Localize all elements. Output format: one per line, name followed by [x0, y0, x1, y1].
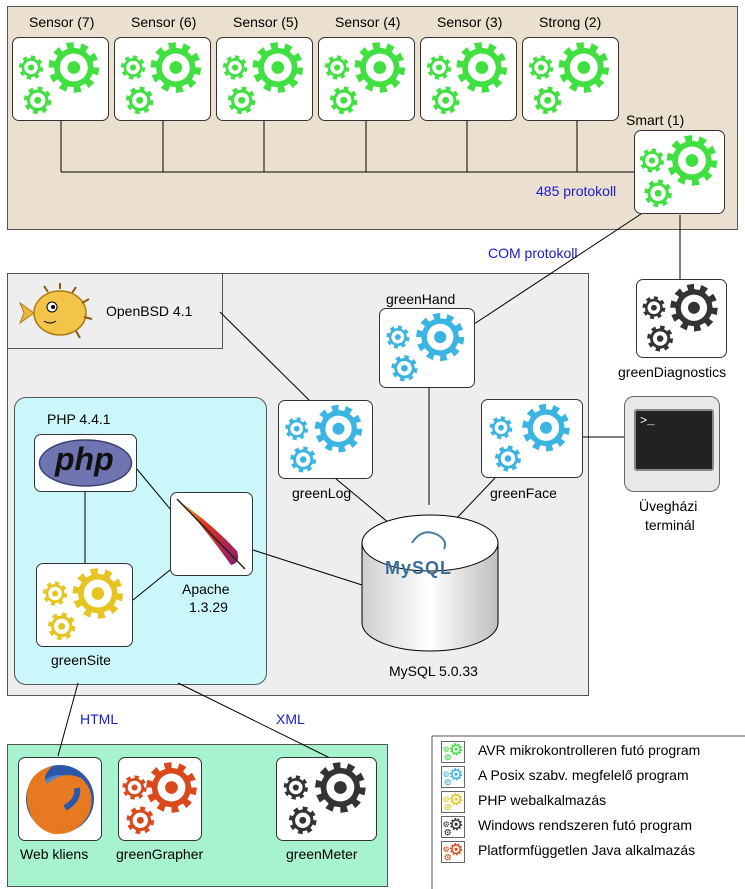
gears-green-icon [324, 42, 406, 115]
web-client-node [18, 757, 102, 841]
legend-swatch-icon [441, 766, 465, 788]
legend-label: Platformfüggetlen Java alkalmazás [478, 842, 696, 858]
gears-green-icon [120, 42, 202, 115]
php-version-label: PHP 4.4.1 [47, 411, 111, 427]
apache-node [170, 492, 253, 576]
green-face-label: greenFace [490, 485, 557, 501]
gears-blue-icon [489, 403, 570, 472]
xml-protocol-label: XML [276, 711, 305, 727]
legend-swatch-icon [441, 791, 465, 813]
legend-label: Windows rendszeren futó program [478, 817, 692, 833]
gears-dark-icon [642, 283, 718, 352]
sensor-node [12, 37, 109, 121]
green-site-node [36, 563, 133, 647]
legend-label: AVR mikrokontrolleren futó program [478, 742, 701, 758]
web-client-label: Web kliens [20, 846, 89, 862]
html-protocol-label: HTML [80, 711, 119, 727]
gears-dark-icon [283, 762, 366, 835]
smart-label: Smart (1) [626, 112, 685, 128]
green-log-node [278, 400, 373, 479]
php-node: php [34, 434, 137, 492]
mysql-database-icon [361, 514, 499, 652]
green-diagnostics-label: greenDiagnostics [618, 364, 727, 380]
smart-node [634, 130, 725, 214]
bus-protocol-label: 485 protokoll [536, 183, 617, 199]
legend-label: PHP webalkalmazás [478, 792, 607, 808]
legend-swatch-icon [441, 741, 465, 763]
sensor-node [420, 37, 517, 121]
green-log-label: greenLog [292, 485, 352, 501]
gears-green-icon [426, 42, 508, 115]
mysql-logo: MySQL [385, 558, 453, 578]
legend-swatch-icon [441, 841, 465, 863]
sensor-node [318, 37, 415, 121]
sensor-label: Sensor (5) [233, 14, 299, 30]
sensor-label: Sensor (3) [437, 14, 503, 30]
green-meter-label: greenMeter [286, 846, 358, 862]
gears-green-icon [18, 42, 100, 115]
gears-green-icon [222, 42, 304, 115]
green-diagnostics-node [636, 279, 727, 358]
firefox-icon [26, 765, 94, 835]
green-hand-label: greenHand [386, 291, 456, 307]
terminal-label-line1: Üvegházi [639, 498, 698, 514]
green-grapher-node [118, 757, 202, 841]
gears-yellow-icon [42, 568, 124, 641]
terminal-prompt-icon: >_ [640, 414, 655, 428]
legend-label: A Posix szabv. megfelelő program [478, 767, 689, 783]
terminal-screen-icon: >_ [634, 409, 714, 471]
php-logo-text: php [55, 441, 114, 477]
apache-label-line1: Apache [182, 581, 230, 597]
blowfish-icon [18, 283, 93, 339]
green-meter-node [276, 757, 377, 841]
sensor-label: Sensor (4) [335, 14, 401, 30]
green-face-node [481, 399, 583, 478]
sensor-node [216, 37, 313, 121]
gears-green-icon [528, 42, 610, 115]
php-logo-icon [38, 439, 133, 487]
green-hand-node [379, 308, 475, 388]
gears-red-icon [122, 762, 197, 835]
sensor-label: Strong (2) [539, 14, 602, 30]
apache-feather-icon [176, 498, 246, 570]
sensor-node [522, 37, 619, 121]
os-label: OpenBSD 4.1 [106, 303, 193, 319]
legend-border [431, 735, 745, 889]
gears-blue-icon [285, 404, 363, 473]
terminal-node: >_ [624, 396, 720, 492]
mysql-label: MySQL 5.0.33 [389, 663, 478, 679]
legend-swatch-icon [441, 816, 465, 838]
green-grapher-label: greenGrapher [116, 846, 204, 862]
sensor-label: Sensor (6) [131, 14, 197, 30]
gears-green-icon [639, 135, 718, 208]
green-site-label: greenSite [51, 652, 111, 668]
com-protocol-label: COM protokoll [488, 245, 578, 261]
terminal-label-line2: terminál [645, 517, 695, 533]
sensor-node [114, 37, 211, 121]
gears-blue-icon [386, 312, 465, 382]
apache-label-line2: 1.3.29 [189, 599, 228, 615]
sensor-label: Sensor (7) [29, 14, 95, 30]
